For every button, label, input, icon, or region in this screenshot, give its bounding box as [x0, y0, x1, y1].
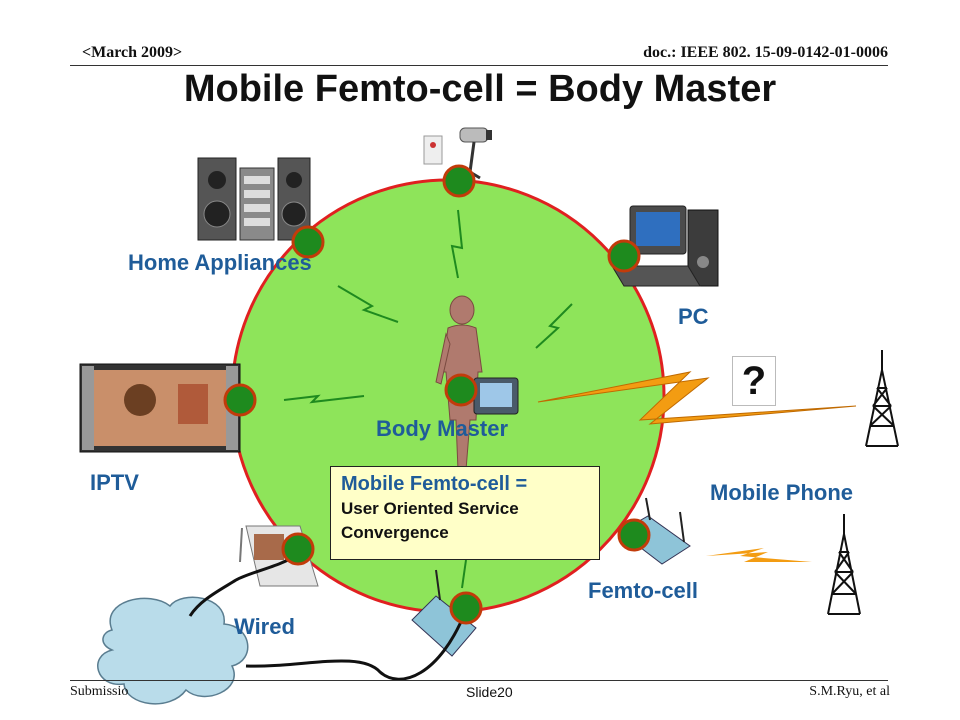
- camera-sensor-icon: [423, 127, 492, 180]
- slide-title: Mobile Femto-cell = Body Master: [183, 68, 777, 110]
- node-access-point: [449, 591, 483, 625]
- wired-cable-2: [245, 609, 468, 681]
- footer-rule: [70, 680, 888, 681]
- label-femto-cell: Femto-cell: [588, 578, 699, 603]
- handheld-device-icon: [473, 377, 519, 415]
- lightning-femto-link: [706, 548, 812, 562]
- header-date: <March 2009>: [82, 44, 183, 61]
- footer-author: S.M.Ryu, et al: [809, 684, 890, 699]
- access-point-bottom-icon: [411, 569, 477, 657]
- lightning-long-range: [537, 371, 857, 425]
- cloud-icon: [97, 596, 249, 705]
- node-iptv: [223, 383, 257, 417]
- node-home-appliances: [291, 225, 325, 259]
- header-rule: [70, 65, 888, 66]
- label-wired: Wired: [234, 614, 295, 639]
- wired-cable-1: [188, 552, 299, 617]
- footer-submission: Submissio: [70, 684, 129, 699]
- node-femto-cell: [617, 518, 651, 552]
- node-pc: [607, 239, 641, 273]
- question-mark: ?: [732, 356, 776, 406]
- footer-slide-number: Slide20: [466, 684, 513, 700]
- info-box-line1: Mobile Femto-cell =: [341, 473, 528, 495]
- node-video-phone: [281, 532, 315, 566]
- info-box-line2: User Oriented Service: [341, 499, 519, 518]
- zigzag-upper-right: [535, 303, 573, 349]
- zigzag-left: [283, 394, 365, 404]
- zigzag-bottom: [461, 559, 467, 589]
- label-pc: PC: [678, 304, 709, 329]
- label-iptv: IPTV: [90, 470, 139, 495]
- info-box-line3: Convergence: [341, 523, 449, 542]
- iptv-icon: [79, 363, 241, 453]
- zigzag-top: [450, 209, 464, 279]
- header-doc-id: doc.: IEEE 802. 15-09-0142-01-0006: [643, 44, 888, 61]
- label-mobile-phone: Mobile Phone: [710, 480, 853, 505]
- cell-tower-large-icon: [865, 350, 899, 447]
- pc-icon: [611, 205, 719, 287]
- audio-system-icon: [197, 157, 311, 241]
- node-body-master: [444, 373, 478, 407]
- label-home-appliances: Home Appliances: [128, 250, 312, 275]
- cell-tower-small-icon: [827, 514, 861, 615]
- node-camera: [442, 164, 476, 198]
- zigzag-upper-left: [337, 285, 399, 323]
- label-body-master: Body Master: [376, 416, 509, 441]
- info-box: Mobile Femto-cell = User Oriented Servic…: [330, 466, 600, 560]
